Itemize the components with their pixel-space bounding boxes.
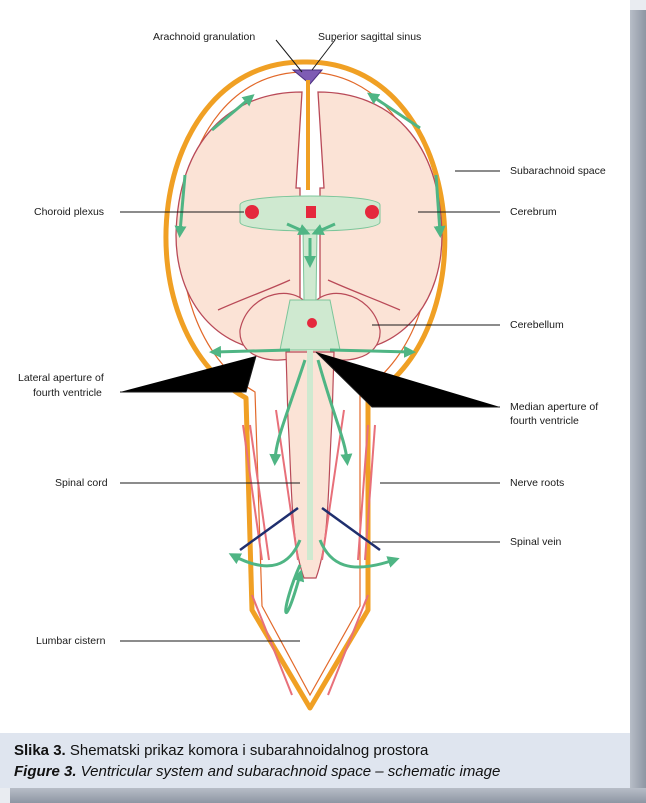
csf-flow-arrows (174, 92, 446, 614)
spinal-vein-left (239, 506, 299, 552)
label-spinal-cord: Spinal cord (55, 477, 108, 489)
frame-shadow-right (630, 10, 646, 803)
caption-line-slovene: Slika 3. Shematski prikaz komora i subar… (14, 742, 428, 759)
frame-shadow-bottom (10, 788, 646, 803)
label-median-aperture-line1: Median aperture of (510, 401, 598, 413)
label-median-aperture-line2: fourth ventricle (510, 415, 579, 427)
label-lateral-aperture-line2: fourth ventricle (33, 387, 102, 399)
label-cerebellum: Cerebellum (510, 319, 564, 331)
superior-sagittal-sinus (291, 69, 324, 85)
caption-line-english: Figure 3. Ventricular system and subarac… (14, 763, 500, 780)
leader-lines (120, 39, 500, 642)
label-cerebrum: Cerebrum (510, 206, 557, 218)
label-subarachnoid-space: Subarachnoid space (510, 165, 606, 177)
figure-panel: Arachnoid granulation Superior sagittal … (0, 0, 630, 788)
label-nerve-roots: Nerve roots (510, 477, 564, 489)
label-choroid-plexus: Choroid plexus (34, 206, 104, 218)
label-spinal-vein: Spinal vein (510, 536, 562, 548)
caption-figure-label: Figure 3. (14, 763, 77, 780)
caption-slika-label: Slika 3. (14, 742, 66, 759)
label-superior-sagittal-sinus: Superior sagittal sinus (318, 31, 421, 43)
label-arachnoid-granulation: Arachnoid granulation (153, 31, 255, 43)
choroid-plexus-left (245, 205, 259, 219)
choroid-plexus-right (365, 205, 379, 219)
label-lumbar-cistern: Lumbar cistern (36, 635, 106, 647)
label-lateral-aperture-line1: Lateral aperture of (18, 372, 104, 384)
caption-figure-text: Ventricular system and subarachnoid spac… (76, 763, 501, 780)
caption-slika-text: Shematski prikaz komora i subarahnoidaln… (65, 742, 429, 759)
nerve-roots-right (357, 424, 376, 561)
choroid-plexus-third (306, 206, 316, 218)
cerebellum-fold-left (217, 279, 291, 311)
spinal-vein-right (321, 506, 381, 552)
cerebellum-fold-right (327, 279, 401, 311)
central-canal (307, 350, 313, 560)
choroid-plexus-fourth (307, 318, 317, 328)
csf-diagram: Arachnoid granulation Superior sagittal … (18, 31, 606, 711)
figure-caption: Slika 3. Shematski prikaz komora i subar… (0, 733, 630, 788)
